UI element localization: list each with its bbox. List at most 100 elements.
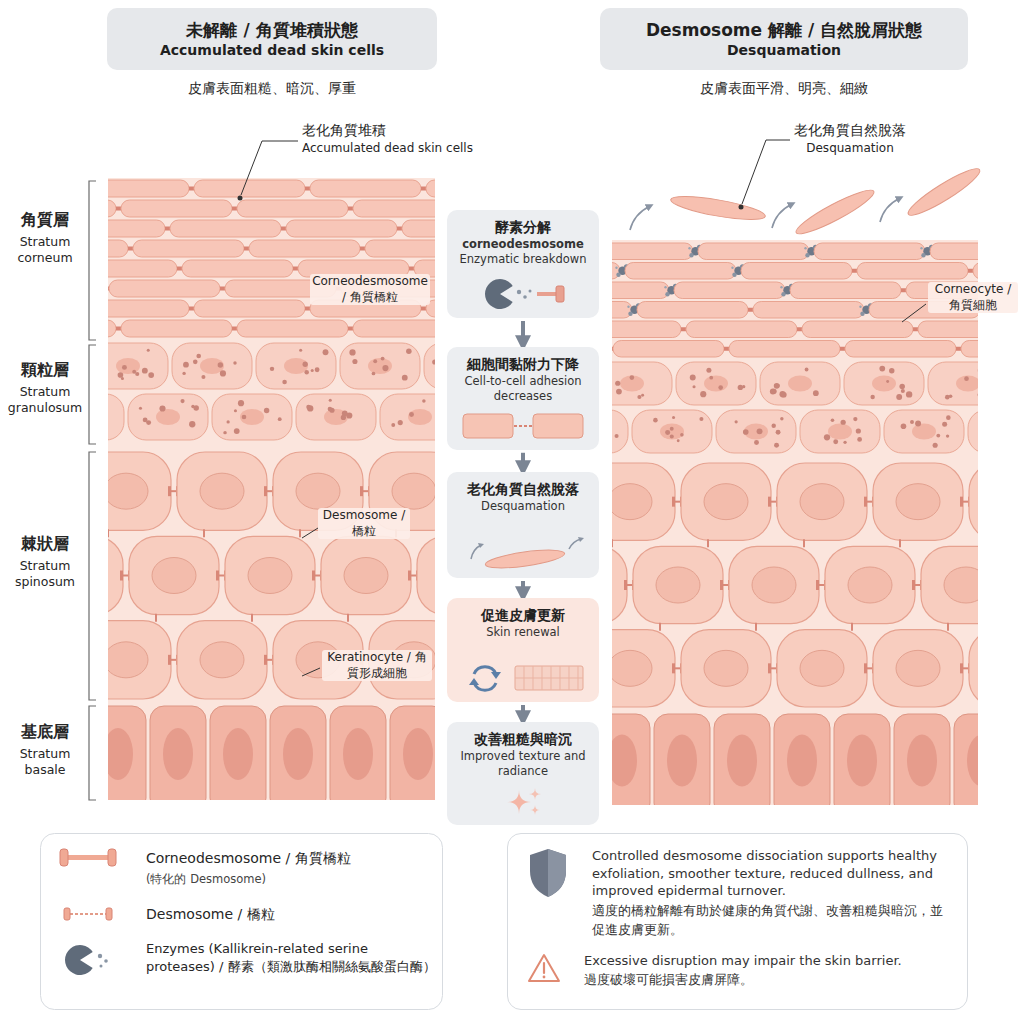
keratohyalin-granule — [738, 385, 743, 390]
shed-icon — [453, 535, 593, 573]
keratohyalin-granule — [143, 417, 148, 422]
shed-corneocyte — [792, 184, 877, 239]
node-text: Excessive disruption may impair the skin… — [584, 952, 953, 970]
shield-shade — [548, 849, 566, 897]
keratohyalin-granule — [148, 372, 154, 378]
corneocyte — [857, 263, 968, 280]
desmosome-plaque — [168, 655, 171, 665]
desmosome-plaque — [624, 580, 627, 590]
desmosome-plaque — [720, 580, 723, 590]
corneodesmosome — [348, 207, 353, 211]
legend-panel — [41, 834, 443, 1010]
corneocyte — [845, 341, 956, 358]
keratohyalin-granule — [118, 372, 124, 378]
keratohyalin-granule — [299, 349, 302, 352]
granular-cell — [676, 362, 756, 405]
nucleus — [116, 358, 140, 374]
flow-arrow — [521, 321, 525, 344]
granular-cell — [884, 410, 964, 453]
note-column: Excessive disruption may impair the skin… — [584, 952, 953, 991]
keratohyalin-granule — [391, 423, 395, 427]
nucleus — [896, 484, 940, 520]
keratohyalin-granule — [906, 391, 912, 397]
corneodesmosome — [901, 288, 906, 292]
keratinocyte — [873, 630, 963, 707]
adhesion-icon — [453, 407, 593, 445]
nucleus — [704, 650, 748, 686]
corneocyte — [249, 240, 360, 257]
granular-cell — [340, 343, 420, 389]
enzyme-swatch — [104, 959, 108, 963]
desmosome — [899, 539, 901, 547]
corneocyte — [365, 240, 435, 257]
node-text: 未解離 / 角質堆積狀態 — [186, 19, 357, 41]
enzyme-fragment — [615, 267, 617, 269]
nucleus — [848, 567, 892, 603]
granular-cell — [612, 362, 672, 405]
keratohyalin-granule — [227, 420, 230, 423]
granular-cell — [760, 362, 840, 405]
keratohyalin-granule — [856, 428, 861, 433]
keratohyalin-granule — [781, 392, 787, 398]
granular-cell — [612, 410, 628, 453]
keratohyalin-granule — [718, 385, 723, 390]
keratinocyte — [969, 463, 978, 540]
corneodesmosome — [116, 327, 121, 331]
enzyme — [805, 253, 809, 257]
callout-label: Desquamation — [760, 141, 940, 157]
keratinocyte — [873, 463, 963, 540]
keratinocyte — [177, 621, 267, 699]
desmosome — [947, 623, 949, 631]
enzyme-pacman — [485, 279, 513, 309]
desmosome-plaque — [672, 663, 675, 673]
nucleus — [800, 650, 844, 686]
keratohyalin-granule — [841, 420, 846, 425]
keratohyalin-granule — [398, 420, 403, 425]
motion-arrow — [569, 539, 581, 549]
renew-icon — [453, 659, 593, 697]
keratohyalin-granule — [381, 357, 385, 361]
nucleus — [828, 424, 852, 440]
warning-mark — [543, 975, 546, 978]
corneocyte — [613, 341, 724, 358]
keratohyalin-granule — [641, 394, 644, 397]
keratohyalin-granule — [341, 415, 346, 420]
basal-cell — [612, 714, 650, 805]
keratinocyte — [681, 463, 771, 540]
keratohyalin-granule — [373, 359, 377, 363]
corneocyte — [918, 321, 978, 338]
callout-label: Stratum basale — [4, 746, 86, 779]
nucleus — [152, 558, 196, 594]
corneocyte — [108, 180, 189, 197]
keratohyalin-granule — [306, 405, 310, 409]
keratohyalin-granule — [700, 391, 706, 397]
keratohyalin-granule — [432, 359, 435, 364]
keratohyalin-granule — [743, 429, 749, 435]
enzyme-fragment — [523, 295, 527, 299]
corneodesmosome — [165, 227, 170, 231]
keratohyalin-granule — [776, 430, 781, 435]
desmosome-plaque — [960, 663, 963, 673]
nucleus — [612, 650, 652, 686]
keratohyalin-granule — [223, 431, 226, 434]
keratohyalin-granule — [402, 375, 408, 381]
desmosome — [251, 614, 253, 622]
process-box: 酵素分解corneodesmosomeEnzymatic breakdown — [447, 210, 599, 318]
nucleus — [787, 735, 817, 787]
process-box: 改善粗糙與暗沉Improved texture and radiance — [447, 722, 599, 825]
node-text: Improved texture and radiance — [450, 749, 596, 779]
corneodesmosome — [189, 307, 194, 311]
keratohyalin-granule — [833, 439, 838, 444]
desmosome — [203, 529, 205, 537]
callout-label: Desmosome / 橋粒 — [318, 508, 410, 539]
granular-cell — [172, 343, 252, 389]
corneodesmosome — [128, 247, 133, 251]
basal-cell — [270, 706, 326, 800]
keratohyalin-granule — [159, 405, 165, 411]
keratohyalin-granule — [831, 418, 835, 422]
corneocyte — [109, 280, 220, 297]
nucleus — [967, 735, 978, 787]
keratinocyte — [108, 621, 171, 699]
nucleus — [872, 376, 896, 392]
